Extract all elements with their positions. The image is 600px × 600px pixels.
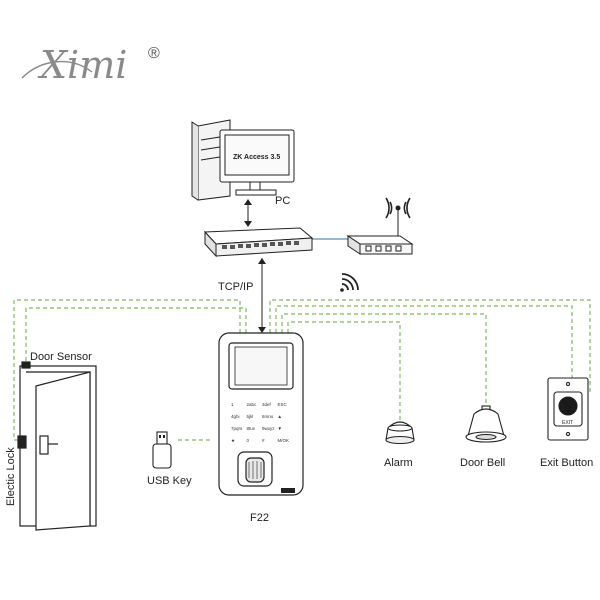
exit-button-text: EXIT [562,420,573,426]
door [17,361,97,531]
usb-port [281,488,295,493]
exit-button: EXIT [547,377,589,441]
arrow-down-icon [244,221,252,227]
keypad-key: 8tuv [247,426,256,431]
keypad-key: ESC [278,402,288,407]
wire-alarm [287,321,401,420]
device-label: F22 [250,512,269,524]
registered-mark: ® [148,45,160,62]
keypad-key: 1 [231,402,234,407]
keypad-key: 6mno [262,414,274,419]
pc-screen-text: ZK Access 3.5 [233,154,280,161]
door-leaf [35,371,91,531]
device-keypad: 1 2abc 3def ESC 4ghi 5jkl 6mno ▲ 7pqrs 8tuv 9wxyz▼… [231,402,289,443]
keypad-key: # [262,438,265,443]
pc-label: PC [275,195,290,207]
logo-text: Ximi [37,43,127,87]
alarm-label: Alarm [384,457,413,469]
logo-swash [21,60,93,79]
pc: ZK Access 3.5 [191,119,295,201]
keypad-key: M/OK [278,438,290,443]
arrow-up-icon [244,199,252,205]
arrow-down-icon [258,327,266,333]
wire-exit-button-b [275,305,573,378]
router [346,205,414,255]
door-bell [465,405,507,443]
tcpip-label: TCP/IP [218,281,253,293]
wire-door-sensor [25,307,247,362]
electric-lock-device [17,435,27,449]
network-links [244,199,348,333]
door-bell-label: Door Bell [460,457,505,469]
keypad-key: 2abc [247,402,258,407]
wireless-signal-icon [340,273,359,292]
f22-device [218,332,304,496]
door-handle [39,435,49,455]
network-switch [203,227,314,258]
keypad-key: ★ [231,438,236,443]
wiring [13,299,591,441]
electric-lock-label: Electic Lock [5,447,17,506]
usb-key [152,431,172,469]
keypad-key: 3def [262,402,272,407]
keypad-key: ▼ [278,426,282,431]
exit-button-label: Exit Button [540,457,593,469]
keypad-key: 9wxyz [262,426,275,431]
alarm-siren [385,421,415,445]
keypad-key: ▲ [278,414,282,419]
keypad-key: 7pqrs [231,426,243,431]
wire-exit-button-a [269,299,591,392]
keypad-key: 5jkl [247,414,254,419]
pc-monitor [219,129,295,196]
exit-push-button [558,396,578,416]
usb-key-label: USB Key [147,475,192,487]
arrow-up-icon [258,258,266,264]
keypad-key: 0 [247,438,250,443]
door-sensor-device [21,361,31,369]
door-sensor-label: Door Sensor [30,351,92,363]
keypad-key: 4ghi [231,414,240,419]
wire-door-bell [281,313,487,408]
wifi-icon [385,197,411,219]
wire-electric-lock [13,299,241,441]
brand-logo: Ximi ® [21,43,160,87]
